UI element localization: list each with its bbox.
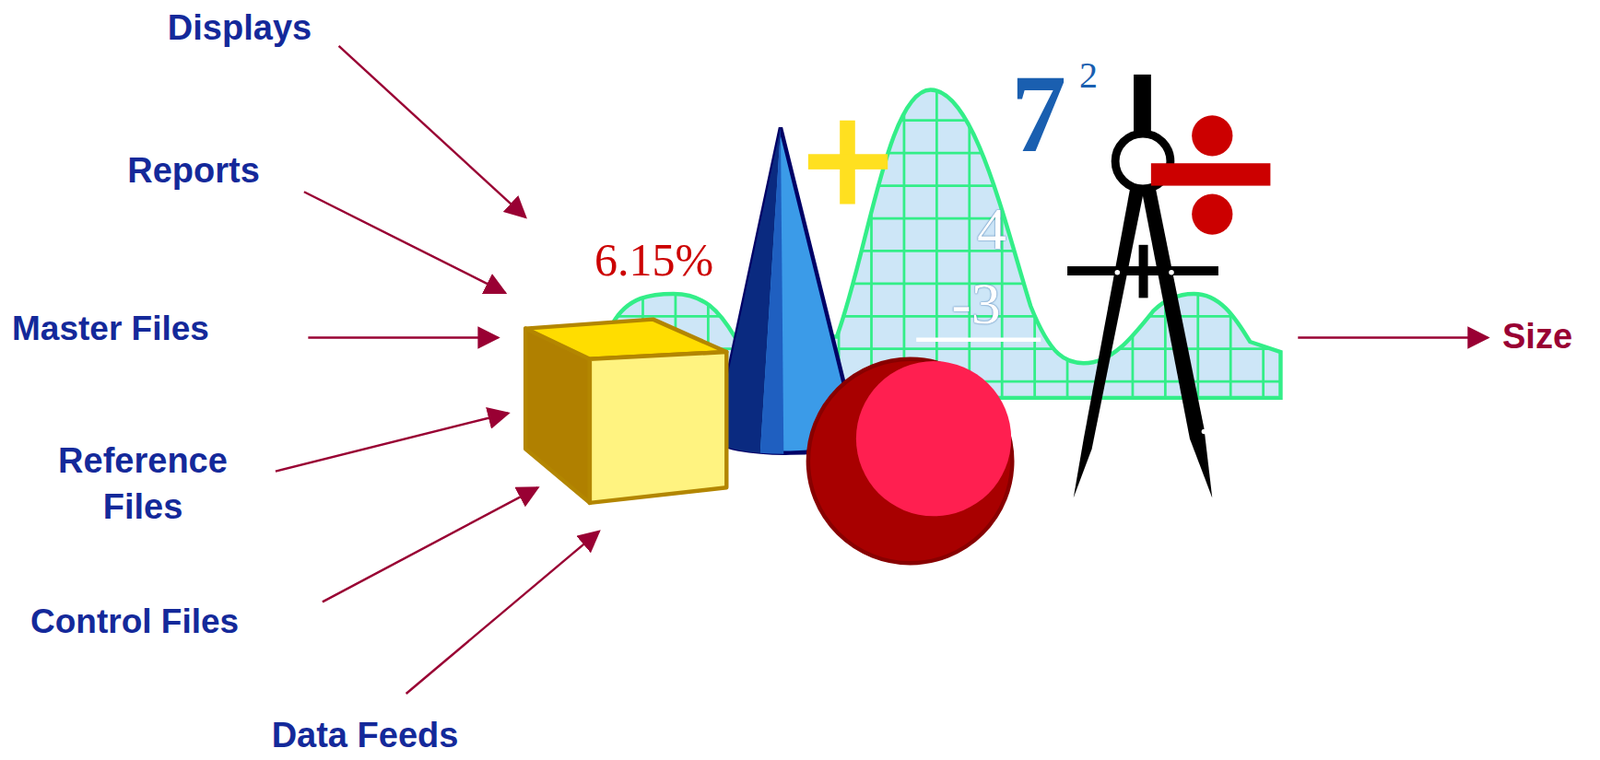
arrow [406, 531, 600, 695]
subtraction-bar [916, 338, 1041, 342]
arrow [304, 191, 506, 294]
cube [525, 319, 727, 504]
input-label: Data Feeds [271, 717, 459, 756]
input-label: Displays [167, 9, 312, 48]
percent-figure: 6.15% [594, 235, 714, 286]
input-label: Master Files [11, 310, 210, 349]
plus-symbol [808, 120, 888, 205]
divide-symbol [1151, 115, 1271, 236]
output-label: Size [1502, 317, 1573, 357]
arrow [339, 46, 527, 218]
arrow [322, 487, 539, 602]
subtraction-number: -3 [951, 271, 1000, 337]
input-label: Reports [127, 152, 260, 191]
arrow [1297, 336, 1488, 339]
input-label: Reference Files [27, 437, 259, 530]
base-number: 7 [1011, 53, 1067, 176]
subtraction-number: 4 [976, 197, 1007, 262]
input-label: Control Files [30, 603, 239, 642]
exponent: 2 [1079, 55, 1098, 96]
leader-arrows [275, 46, 1488, 695]
sphere [808, 359, 1012, 564]
arrow [275, 412, 508, 471]
arrow [307, 336, 498, 339]
